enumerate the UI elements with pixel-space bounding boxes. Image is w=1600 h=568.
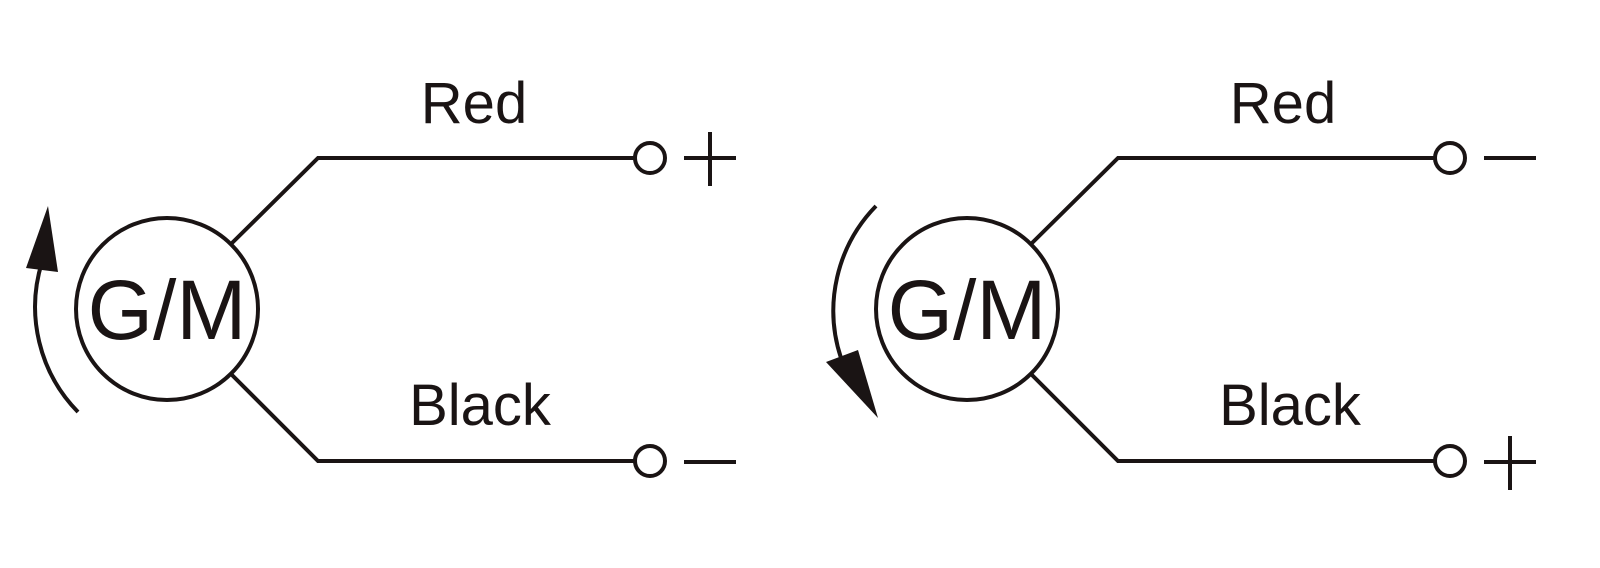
red-terminal-right (1433, 141, 1467, 175)
rotation-arrow-down-icon (826, 350, 878, 418)
diagram-right: G/M Red Black (826, 71, 1536, 490)
motor-circle-right (874, 216, 1060, 402)
black-wire-left (229, 372, 634, 463)
rotation-arc-left (33, 261, 80, 414)
plus-sign-icon (1484, 436, 1536, 490)
black-terminal-left (633, 444, 667, 478)
red-terminal-left (633, 141, 667, 175)
red-wire-right (1029, 156, 1434, 246)
black-wire-right (1029, 372, 1434, 463)
red-wire-label-right: Red (1230, 71, 1336, 136)
rotation-arrow-up-icon (26, 206, 58, 272)
black-wire-label-right: Black (1219, 373, 1362, 438)
motor-circle-left (74, 216, 260, 402)
motor-label-right: G/M (888, 263, 1047, 357)
motor-label-left: G/M (88, 263, 247, 357)
red-wire-left (229, 156, 634, 246)
black-terminal-right (1433, 444, 1467, 478)
black-wire-label-left: Black (409, 373, 552, 438)
plus-sign-icon (684, 132, 736, 186)
diagram-left: G/M Red Black (26, 71, 736, 478)
rotation-arc-right (831, 204, 878, 359)
red-wire-label-left: Red (421, 71, 527, 136)
